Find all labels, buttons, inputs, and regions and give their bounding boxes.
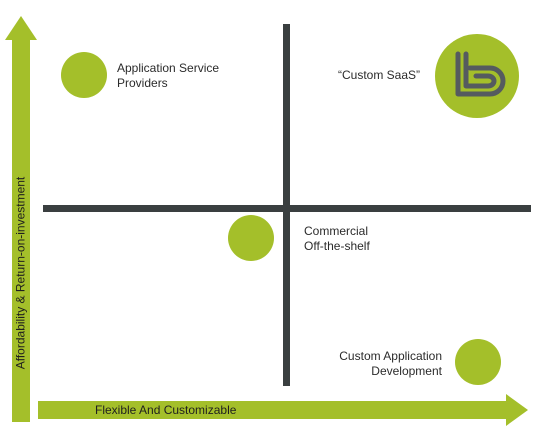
cots-marker (228, 215, 274, 261)
asp-marker (61, 52, 107, 98)
brand-logo-icon (435, 34, 519, 118)
x-axis-arrow (38, 394, 528, 426)
y-axis-label: Affordability & Return-on-investment (13, 176, 28, 370)
custom-dev-label: Custom Application Development (339, 349, 442, 378)
vertical-divider (283, 24, 290, 386)
custom-dev-marker (455, 339, 501, 385)
x-axis-label: Flexible And Customizable (95, 403, 237, 417)
cots-label: Commercial Off-the-shelf (304, 224, 370, 253)
asp-label: Application Service Providers (117, 61, 220, 90)
custom-saas-label: “Custom SaaS” (338, 68, 421, 82)
y-axis-arrow (5, 16, 37, 422)
